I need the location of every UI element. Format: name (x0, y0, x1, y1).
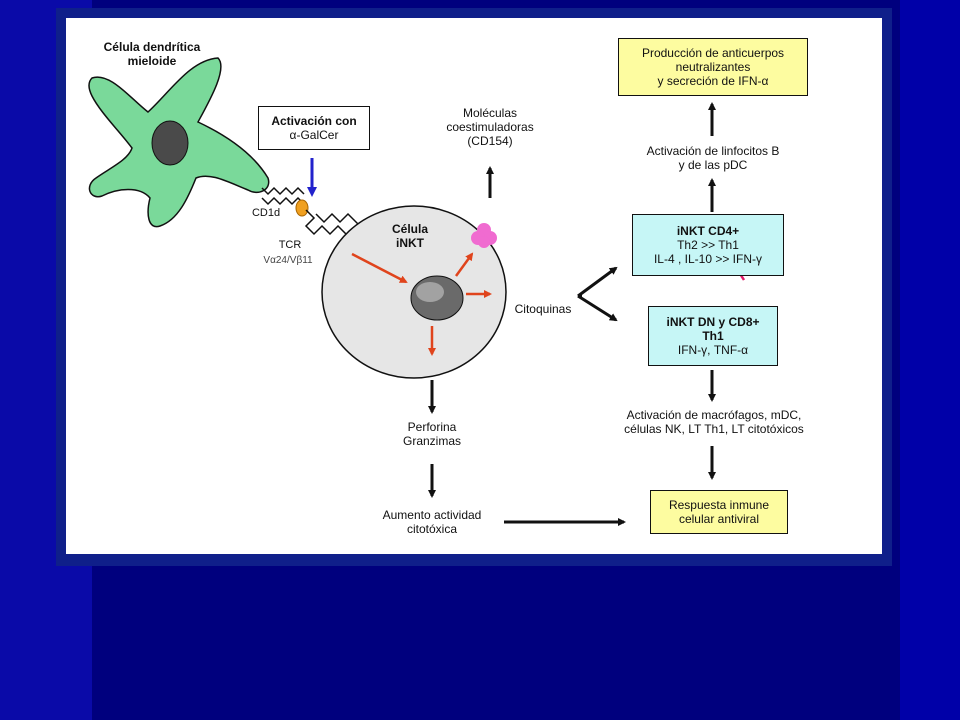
cd8-box-line3: IFN-γ, TNF-α (677, 343, 749, 357)
background-band-bottom (92, 566, 900, 720)
cytokine-fork-up (577, 266, 618, 298)
antibody-box-line3: y secreción de IFN-α (657, 74, 769, 88)
red-arrow-nucleus-molecule (454, 252, 474, 277)
antibody-box-line2: neutralizantes (675, 60, 751, 74)
cd1d-connector (261, 186, 305, 196)
b-cell-activation-label: Activación de linfocitos B y de las pDC (646, 144, 780, 172)
activation-galcer-box: Activación con α-GalCer (258, 106, 370, 150)
red-arrow-tcr-nucleus (351, 252, 408, 284)
inkt-nucleus-highlight (416, 282, 444, 302)
cd4-box-line1: iNKT CD4+ (676, 224, 740, 238)
antiviral-box-line2: celular antiviral (678, 512, 760, 526)
inkt-cell-label: Célula iNKT (391, 222, 428, 250)
cd4-box-line2: Th2 >> Th1 (677, 238, 739, 252)
tcr-connector-2 (315, 212, 363, 229)
cytokines-label: Citoquinas (514, 302, 572, 316)
activation-galcer-line2: α-GalCer (289, 128, 339, 142)
cd4-box-line3: IL-4 , IL-10 >> IFN-γ (653, 252, 763, 266)
antibody-box-line1: Producción de anticuerpos (641, 46, 785, 60)
background-band-right (900, 0, 960, 720)
cd1d-connector-2 (261, 196, 305, 206)
dendritic-nucleus (151, 120, 189, 166)
antibody-box: Producción de anticuerpos neutralizantes… (618, 38, 808, 96)
cd8-box-line2: Th1 (702, 329, 724, 343)
cytotoxic-increase-label: Aumento actividad citotóxica (382, 508, 482, 536)
cd154-molecule (471, 223, 497, 248)
cytokine-fork-down (577, 294, 618, 322)
antiviral-box-line1: Respuesta inmune (668, 498, 770, 512)
cd1d-label: CD1d (251, 207, 281, 219)
antiviral-box: Respuesta inmune celular antiviral (650, 490, 788, 534)
costim-molecules-label: Moléculas coestimuladoras (CD154) (446, 106, 534, 148)
cd4-box: iNKT CD4+ Th2 >> Th1 IL-4 , IL-10 >> IFN… (632, 214, 784, 276)
tcr-connector (304, 209, 353, 239)
dendritic-cell-label: Célula dendrítica mieloide (103, 40, 201, 68)
activation-galcer-line1: Activación con (271, 114, 357, 128)
tcr-chains-label: Vα24/Vβ11 (263, 255, 313, 266)
galcer-marker (295, 199, 309, 217)
cd8-box-line1: iNKT DN y CD8+ (666, 315, 760, 329)
macrophage-activation-label: Activación de macrófagos, mDC, células N… (624, 408, 804, 436)
tcr-label: TCR (278, 239, 302, 251)
perforin-label: Perforina Granzimas (402, 420, 461, 448)
cd8-box: iNKT DN y CD8+ Th1 IFN-γ, TNF-α (648, 306, 778, 366)
